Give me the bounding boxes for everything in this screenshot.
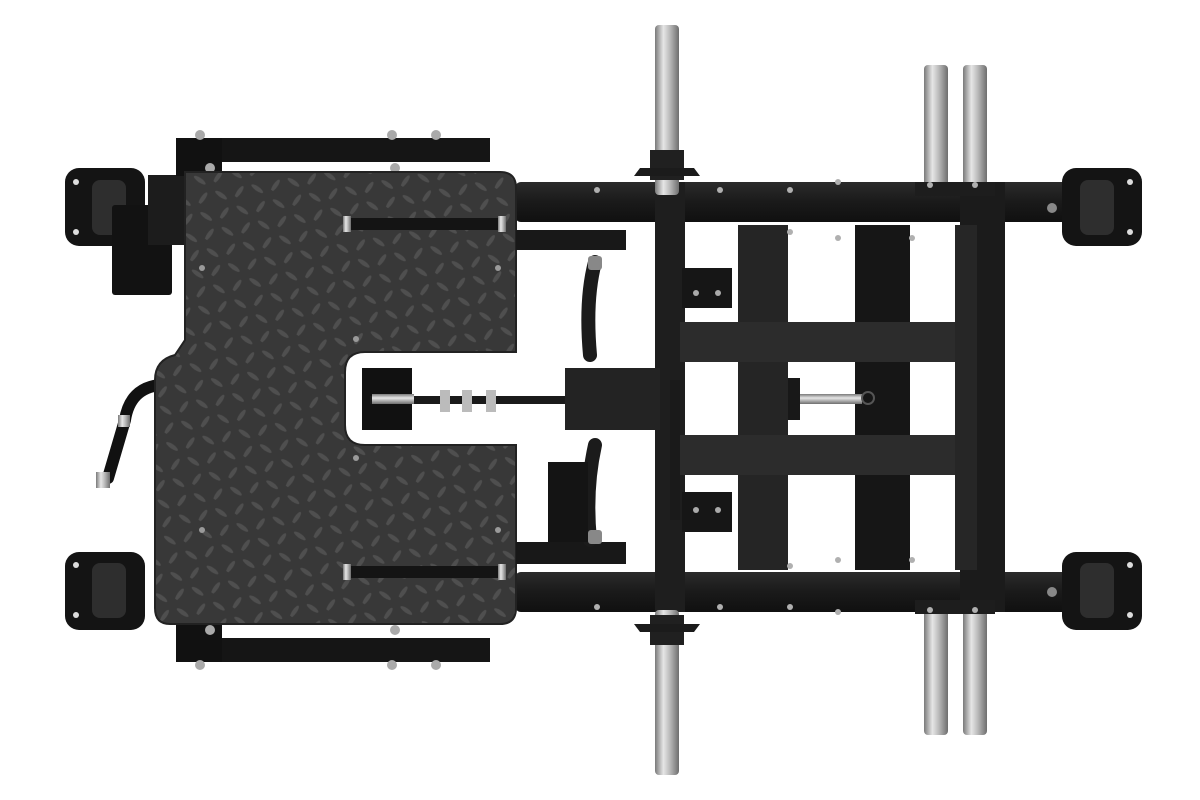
side-rail-bottom — [176, 622, 490, 670]
lock-handle-top — [516, 230, 626, 362]
side-rail-top — [176, 130, 490, 176]
frame-bolts — [594, 179, 978, 615]
horn-collar-bottom — [915, 600, 995, 614]
weight-horn-left-bottom — [634, 610, 700, 775]
weight-horn-right-bottom-1 — [924, 610, 948, 735]
platform-rail-top — [343, 216, 506, 232]
foot-pad-top-right — [1047, 168, 1142, 246]
lever-mechanism — [362, 368, 660, 430]
rear-support — [112, 175, 188, 295]
horn-collar-top — [915, 182, 995, 196]
weight-horn-right-top-2 — [963, 65, 987, 190]
diamond-plate-platform — [154, 171, 517, 625]
right-axle — [955, 225, 977, 570]
foot-pad-bottom-left — [65, 552, 145, 630]
carriage — [670, 225, 960, 570]
platform-rail-bottom — [343, 564, 506, 580]
weight-horn-left-top — [634, 25, 700, 195]
weight-horn-right-bottom-2 — [963, 610, 987, 735]
weight-horn-right-top-1 — [924, 65, 948, 190]
foot-pad-bottom-right — [1047, 552, 1142, 630]
seat-adjust-handle — [96, 379, 166, 488]
lock-handle-bottom — [516, 438, 626, 564]
